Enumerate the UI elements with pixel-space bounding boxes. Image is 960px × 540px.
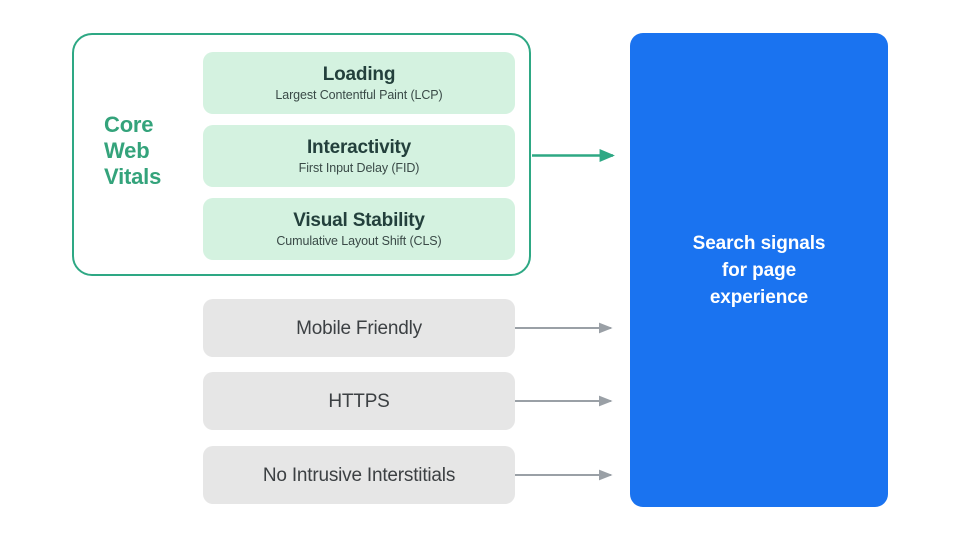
search-signals-line-1: Search signals	[692, 232, 826, 254]
core-web-vitals-label-line-3: Vitals	[104, 164, 162, 189]
search-signals-box: Search signals for page experience	[630, 33, 888, 507]
metric-subtitle-interactivity: First Input Delay (FID)	[298, 161, 420, 175]
https-pill: HTTPS	[203, 372, 515, 430]
metric-subtitle-visual-stability: Cumulative Layout Shift (CLS)	[276, 234, 442, 248]
metric-card-visual-stability: Visual Stability Cumulative Layout Shift…	[203, 198, 515, 260]
core-web-vitals-label: Core Web Vitals	[104, 112, 194, 190]
mobile-friendly-pill: Mobile Friendly	[203, 299, 515, 357]
metric-title-loading: Loading	[322, 64, 396, 85]
search-signals-line-2: for page	[721, 259, 797, 281]
search-signals-line-3: experience	[709, 286, 809, 308]
search-signals-text: Search signals for page experience	[693, 230, 826, 311]
no-intrusive-interstitials-pill: No Intrusive Interstitials	[203, 446, 515, 504]
no-intrusive-interstitials-label: No Intrusive Interstitials	[262, 464, 456, 486]
core-web-vitals-label-line-1: Core	[104, 112, 154, 137]
metric-title-interactivity: Interactivity	[306, 137, 412, 158]
metric-title-visual-stability: Visual Stability	[293, 210, 425, 231]
metric-card-loading: Loading Largest Contentful Paint (LCP)	[203, 52, 515, 114]
core-web-vitals-label-line-2: Web	[104, 138, 150, 163]
mobile-friendly-label: Mobile Friendly	[296, 317, 422, 339]
https-label: HTTPS	[328, 390, 390, 412]
metric-subtitle-loading: Largest Contentful Paint (LCP)	[275, 88, 443, 102]
metric-card-interactivity: Interactivity First Input Delay (FID)	[203, 125, 515, 187]
